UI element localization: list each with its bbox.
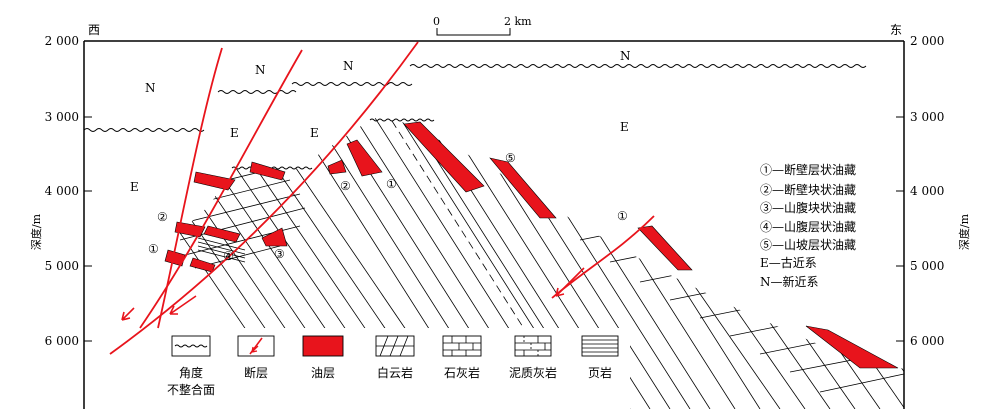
oil-body: [403, 121, 485, 193]
depth-ticks-right: [896, 40, 904, 342]
oil-body: [327, 159, 347, 175]
marker-2-mid: ②: [340, 179, 351, 193]
scale-bar: [436, 28, 511, 36]
fault-line: [109, 41, 419, 355]
legend-item-N: N—新近系: [760, 274, 819, 289]
scale-bar-end: 2 km: [504, 15, 532, 28]
oil-body: [203, 225, 241, 243]
tick-right-6000: 6 000: [910, 334, 944, 348]
label-N-1: N: [145, 81, 156, 95]
shale-icon: [581, 335, 619, 357]
oil-body: [189, 257, 216, 273]
legend-item-5: ⑤—山坡层状油藏: [760, 238, 856, 252]
label-E-4: E: [620, 120, 629, 134]
label-N-2: N: [255, 63, 266, 77]
axis-label-right: 深度/m: [957, 213, 971, 250]
oil-body: [193, 171, 236, 191]
legend-label-limestone: 石灰岩: [444, 365, 480, 380]
oil-body: [489, 157, 557, 219]
legend-label-argillaceous-limestone: 泥质灰岩: [509, 365, 557, 380]
legend-label-unconformity-1: 角度: [179, 365, 203, 380]
marker-2-left: ②: [157, 210, 168, 224]
tick-left-6000: 6 000: [45, 334, 79, 348]
marker-3: ③: [274, 247, 285, 261]
tick-right-2000: 2 000: [910, 34, 944, 48]
shale-lines: [197, 237, 246, 263]
legend-item-4: ④—山腹层状油藏: [760, 220, 856, 234]
legend-label-unconformity-2: 不整合面: [167, 382, 215, 397]
fault-line: [157, 47, 223, 329]
legend-label-dolomite: 白云岩: [377, 365, 413, 380]
oil-bodies: [164, 121, 899, 369]
tick-right-4000: 4 000: [910, 184, 944, 198]
scale-bar-start: 0: [433, 15, 440, 28]
limestone-icon: [442, 335, 482, 357]
oil-body: [261, 227, 288, 247]
fault-icon: [237, 335, 275, 357]
faults: [109, 41, 655, 355]
marker-1-right: ①: [617, 209, 628, 223]
marker-1-mid: ①: [386, 177, 397, 191]
oil-body: [249, 161, 286, 181]
tick-left-3000: 3 000: [45, 110, 79, 124]
label-E-3: E: [310, 126, 319, 140]
legend-item-E: E—古近系: [760, 255, 817, 270]
legend-right: ①—断壁层状油藏 ②—断壁块状油藏 ③—山腹块状油藏 ④—山腹层状油藏 ⑤—山坡…: [756, 160, 882, 292]
legend-item-1: ①—断壁层状油藏: [760, 162, 856, 177]
oil-body: [805, 325, 899, 369]
tick-right-3000: 3 000: [910, 110, 944, 124]
oil-layer-icon: [302, 335, 344, 357]
unconformity-icon: [171, 335, 211, 357]
fault-line: [139, 49, 303, 329]
tick-left-5000: 5 000: [45, 259, 79, 273]
oil-body: [637, 225, 693, 271]
marker-5: ⑤: [505, 151, 516, 165]
legend-item-2: ②—断壁块状油藏: [760, 182, 856, 197]
axis-label-left: 深度/m: [29, 213, 43, 250]
marker-1-left: ①: [148, 242, 159, 256]
direction-west: 西: [88, 23, 100, 37]
depth-ticks-left: [84, 40, 92, 342]
tick-left-2000: 2 000: [45, 34, 79, 48]
dolomite-icon: [375, 335, 415, 357]
argillaceous-limestone-icon: [514, 335, 552, 357]
oil-body: [174, 221, 206, 238]
label-E-2: E: [230, 126, 239, 140]
tick-left-4000: 4 000: [45, 184, 79, 198]
label-E-1: E: [130, 180, 139, 194]
legend-label-oil: 油层: [311, 366, 335, 380]
fault-arrows: [121, 267, 585, 321]
oil-body: [164, 249, 186, 267]
marker-4: ④: [223, 249, 234, 263]
oil-body: [346, 139, 383, 177]
legend-label-fault: 断层: [244, 365, 268, 380]
label-N-3: N: [343, 59, 354, 73]
plot-frame: [83, 40, 905, 409]
label-N-4: N: [620, 49, 631, 63]
legend-label-shale: 页岩: [588, 365, 612, 380]
direction-east: 东: [890, 23, 902, 37]
tick-right-5000: 5 000: [910, 259, 944, 273]
legend-item-3: ③—山腹块状油藏: [760, 201, 856, 215]
unconformity-lines: [84, 64, 867, 170]
legend-bottom: 角度 不整合面 断层 油层 白云岩: [160, 328, 630, 409]
